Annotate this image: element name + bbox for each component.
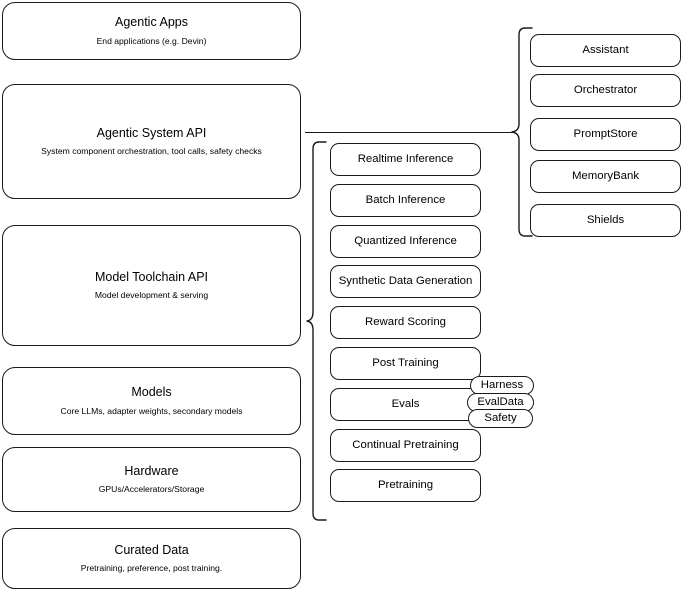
- layer-card-agentic-system-api[interactable]: Agentic System API System component orch…: [2, 84, 301, 199]
- system-component-label: Assistant: [582, 44, 629, 57]
- toolchain-item-label: Continual Pretraining: [352, 439, 459, 452]
- system-component-orchestrator[interactable]: Orchestrator: [530, 74, 681, 107]
- layer-subtitle: GPUs/Accelerators/Storage: [98, 484, 205, 495]
- toolchain-item-reward-scoring[interactable]: Reward Scoring: [330, 306, 481, 339]
- toolchain-item-label: Realtime Inference: [357, 153, 454, 166]
- layer-title: Agentic System API: [96, 125, 207, 140]
- toolchain-item-label: Quantized Inference: [354, 235, 457, 248]
- layer-title: Models: [131, 385, 172, 400]
- bracket-agentic-system-components: [511, 27, 533, 237]
- toolchain-item-continual-pretraining[interactable]: Continual Pretraining: [330, 429, 481, 462]
- toolchain-item-quantized-inference[interactable]: Quantized Inference: [330, 225, 481, 258]
- system-component-label: PromptStore: [573, 128, 638, 141]
- toolchain-item-label: Reward Scoring: [364, 316, 447, 329]
- layer-title: Agentic Apps: [115, 15, 188, 30]
- toolchain-item-realtime-inference[interactable]: Realtime Inference: [330, 143, 481, 176]
- layer-subtitle: Core LLMs, adapter weights, secondary mo…: [60, 405, 243, 416]
- toolchain-item-label: Batch Inference: [365, 194, 446, 207]
- toolchain-item-synthetic-data-generation[interactable]: Synthetic Data Generation: [330, 265, 481, 298]
- system-component-memorybank[interactable]: MemoryBank: [530, 160, 681, 193]
- layer-subtitle: Model development & serving: [94, 290, 209, 301]
- layer-title: Curated Data: [114, 542, 189, 557]
- layer-title: Hardware: [124, 463, 179, 478]
- connector-system-api-to-components: [305, 132, 513, 134]
- system-component-assistant[interactable]: Assistant: [530, 34, 681, 67]
- toolchain-item-label: Post Training: [372, 357, 439, 370]
- system-component-shields[interactable]: Shields: [530, 204, 681, 237]
- evals-tag-label: Safety: [484, 411, 517, 424]
- system-component-label: Orchestrator: [573, 84, 638, 97]
- evals-tag-safety[interactable]: Safety: [468, 409, 533, 428]
- toolchain-item-label: Pretraining: [377, 479, 434, 492]
- toolchain-item-evals[interactable]: Evals: [330, 388, 481, 421]
- layer-subtitle: End applications (e.g. Devin): [96, 35, 207, 46]
- system-component-label: MemoryBank: [571, 170, 640, 183]
- layer-card-agentic-apps[interactable]: Agentic Apps End applications (e.g. Devi…: [2, 2, 301, 60]
- toolchain-item-label: Evals: [391, 398, 420, 411]
- system-component-label: Shields: [586, 214, 625, 227]
- evals-tag-label: EvalData: [477, 395, 524, 408]
- evals-tag-label: Harness: [480, 378, 524, 391]
- layer-card-model-toolchain-api[interactable]: Model Toolchain API Model development & …: [2, 225, 301, 346]
- system-component-promptstore[interactable]: PromptStore: [530, 118, 681, 151]
- toolchain-item-post-training[interactable]: Post Training: [330, 347, 481, 380]
- layer-subtitle: System component orchestration, tool cal…: [41, 146, 262, 157]
- layer-card-hardware[interactable]: Hardware GPUs/Accelerators/Storage: [2, 447, 301, 512]
- layer-subtitle: Pretraining, preference, post training.: [80, 563, 223, 574]
- layer-card-models[interactable]: Models Core LLMs, adapter weights, secon…: [2, 367, 301, 435]
- layer-card-curated-data[interactable]: Curated Data Pretraining, preference, po…: [2, 528, 301, 589]
- bracket-model-toolchain: [306, 141, 327, 521]
- toolchain-item-label: Synthetic Data Generation: [338, 275, 473, 288]
- toolchain-item-pretraining[interactable]: Pretraining: [330, 469, 481, 502]
- toolchain-item-batch-inference[interactable]: Batch Inference: [330, 184, 481, 217]
- layer-title: Model Toolchain API: [94, 269, 209, 284]
